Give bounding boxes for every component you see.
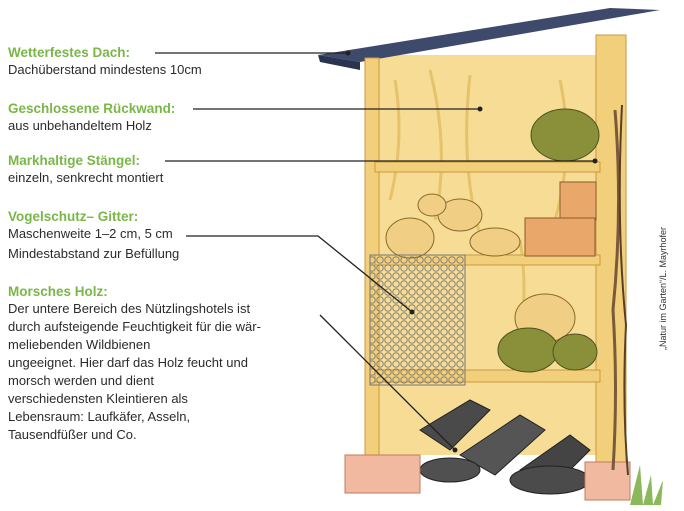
annotation-text: Tausendfüßer und Co.: [8, 427, 137, 442]
leader-lines: [155, 52, 595, 451]
rotten-wood: [419, 399, 591, 495]
annotation-text: Maschenweite 1–2 cm, 5 cm: [8, 226, 173, 241]
annotation-text: Mindestabstand zur Befüllung: [8, 246, 180, 261]
left-brick: [344, 454, 421, 494]
annotation-rotten-wood: Morsches Holz: Der untere Bereich des Nü…: [8, 283, 261, 444]
bird-protection-grid: [369, 254, 466, 386]
annotation-text: verschiedensten Kleintieren als: [8, 391, 188, 406]
annotation-roof: Wetterfestes Dach: Dachüberstand mindest…: [8, 44, 202, 79]
annotation-heading: Vogelschutz– Gitter:: [8, 209, 139, 224]
drilled-block: [559, 181, 597, 221]
annotation-text: Der untere Bereich des Nützlingshotels i…: [8, 301, 251, 316]
annotation-heading: Geschlossene Rückwand:: [8, 101, 176, 116]
roof: [318, 8, 660, 62]
annotation-text: ungeeignet. Hier darf das Holz feucht un…: [8, 355, 248, 370]
log-pile: [385, 193, 521, 259]
annotation-text: einzeln, senkrecht montiert: [8, 170, 164, 185]
stems: [611, 109, 621, 471]
annotation-text: Dachüberstand mindestens 10cm: [8, 62, 202, 77]
annotation-grid: Vogelschutz– Gitter: Maschenweite 1–2 cm…: [8, 208, 179, 263]
annotation-text: durch aufsteigende Feuchtigkeit für die …: [8, 319, 261, 334]
annotation-back-wall: Geschlossene Rückwand: aus unbehandeltem…: [8, 100, 175, 135]
grass: [630, 465, 663, 505]
shelf-1: [374, 161, 601, 173]
annotation-heading: Morsches Holz:: [8, 284, 108, 299]
annotation-text: Lebensraum: Laufkäfer, Asseln,: [8, 409, 191, 424]
annotation-stems: Markhaltige Stängel: einzeln, senkrecht …: [8, 152, 163, 187]
annotation-text: morsch werden und dient: [8, 373, 154, 388]
annotation-text: meliebenden Wildbienen: [8, 337, 151, 352]
reed-bundle: [530, 108, 600, 162]
right-brick: [584, 461, 631, 501]
annotation-heading: Markhaltige Stängel:: [8, 153, 141, 168]
image-credit: „Natur im Garten“/L. Mayrhofer: [658, 226, 668, 350]
annotation-heading: Wetterfestes Dach:: [8, 45, 131, 60]
annotation-text: aus unbehandeltem Holz: [8, 118, 152, 133]
